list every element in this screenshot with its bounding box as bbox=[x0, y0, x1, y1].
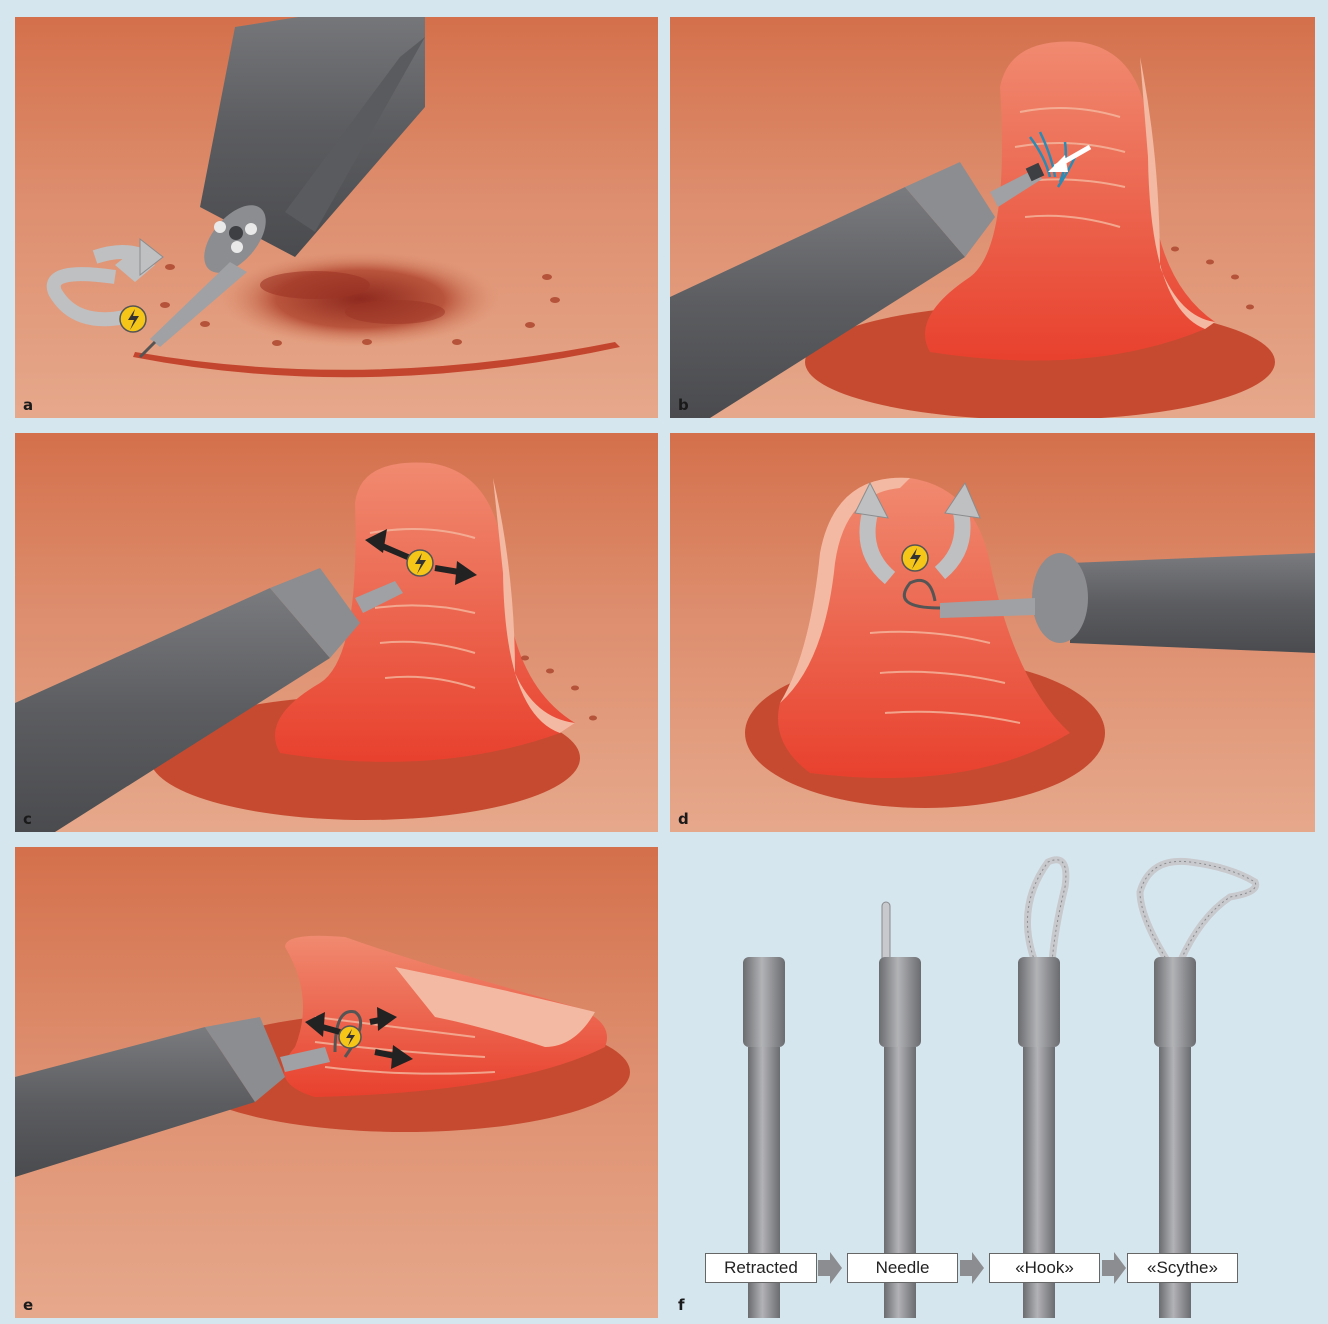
panel-a-illustration bbox=[15, 17, 658, 418]
panel-d: d bbox=[670, 433, 1315, 832]
lesion bbox=[220, 251, 500, 347]
panel-label-e: e bbox=[23, 1296, 33, 1314]
label-hook: «Hook» bbox=[989, 1253, 1100, 1283]
label-needle: Needle bbox=[847, 1253, 958, 1283]
panel-a: a bbox=[15, 17, 658, 418]
panel-b-illustration bbox=[670, 17, 1315, 418]
label-scythe: «Scythe» bbox=[1127, 1253, 1238, 1283]
panel-label-b: b bbox=[678, 396, 689, 414]
lightning-bolt-icon bbox=[339, 1026, 361, 1048]
lightning-bolt-icon bbox=[902, 545, 928, 571]
panel-f-illustration bbox=[670, 847, 1315, 1318]
panel-b: b bbox=[670, 17, 1315, 418]
panel-c-illustration bbox=[15, 433, 658, 832]
panel-label-a: a bbox=[23, 396, 33, 414]
panel-e: e bbox=[15, 847, 658, 1318]
lightning-bolt-icon bbox=[120, 306, 146, 332]
lightning-bolt-icon bbox=[407, 550, 433, 576]
panel-label-c: c bbox=[23, 810, 32, 828]
panel-f: f bbox=[670, 847, 1315, 1318]
panel-label-f: f bbox=[678, 1296, 685, 1314]
panel-label-d: d bbox=[678, 810, 689, 828]
label-retracted: Retracted bbox=[705, 1253, 817, 1283]
panel-d-illustration bbox=[670, 433, 1315, 832]
panel-c: c bbox=[15, 433, 658, 832]
panel-e-illustration bbox=[15, 847, 658, 1318]
